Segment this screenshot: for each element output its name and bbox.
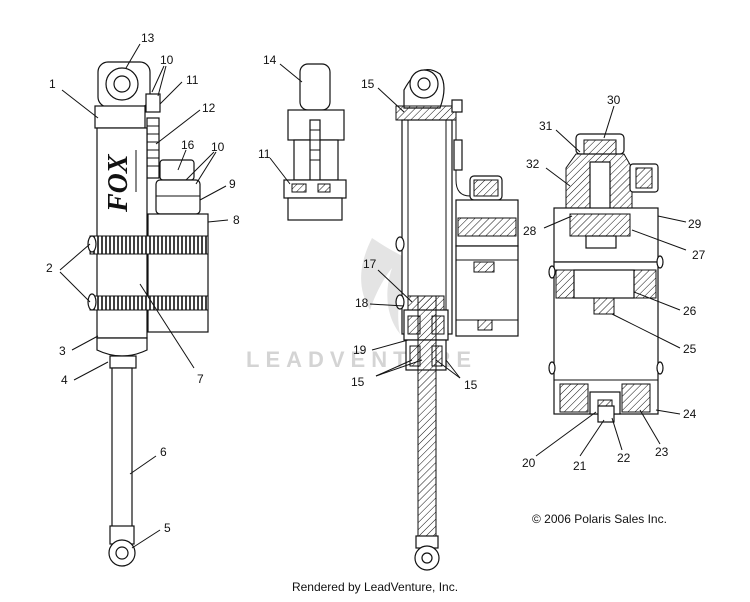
svg-text:FOX: FOX xyxy=(103,153,134,213)
callout-28: 28 xyxy=(523,224,537,238)
callout-22: 22 xyxy=(617,451,631,465)
callout-15b: 15 xyxy=(351,375,365,389)
callout-3: 3 xyxy=(59,344,66,358)
callout-18: 18 xyxy=(355,296,369,310)
top-view-assembly xyxy=(283,63,347,221)
leader-lines xyxy=(59,43,687,549)
callout-8: 8 xyxy=(233,213,240,227)
callout-25: 25 xyxy=(683,342,697,356)
callout-30: 30 xyxy=(607,93,621,107)
callout-labels: 13 1 10 11 12 16 10 9 8 2 3 4 7 6 5 14 1… xyxy=(46,31,706,535)
callout-5: 5 xyxy=(164,521,171,535)
callout-9: 9 xyxy=(229,177,236,191)
footer-credit: Rendered by LeadVenture, Inc. xyxy=(291,580,459,594)
callout-15c: 15 xyxy=(464,378,478,392)
callout-29: 29 xyxy=(688,217,702,231)
callout-12: 12 xyxy=(202,101,216,115)
callout-13: 13 xyxy=(141,31,155,45)
callout-21: 21 xyxy=(573,459,587,473)
callout-19: 19 xyxy=(353,343,367,357)
callout-24: 24 xyxy=(683,407,697,421)
callout-23: 23 xyxy=(655,445,669,459)
callout-7: 7 xyxy=(197,372,204,386)
callout-26: 26 xyxy=(683,304,697,318)
callout-6: 6 xyxy=(160,445,167,459)
right-reservoir-cutaway xyxy=(548,133,664,423)
center-cutaway-assembly xyxy=(395,69,519,571)
left-shock-assembly: FOX xyxy=(87,61,209,567)
callout-2: 2 xyxy=(46,261,53,275)
callout-20: 20 xyxy=(522,456,536,470)
callout-10b: 10 xyxy=(211,140,225,154)
callout-31: 31 xyxy=(539,119,553,133)
callout-4: 4 xyxy=(61,373,68,387)
callout-32: 32 xyxy=(526,157,540,171)
callout-15: 15 xyxy=(361,77,375,91)
callout-11: 11 xyxy=(186,73,199,87)
callout-10: 10 xyxy=(160,53,174,67)
callout-1: 1 xyxy=(49,77,56,91)
copyright-text: © 2006 Polaris Sales Inc. xyxy=(532,512,667,526)
callout-27: 27 xyxy=(692,248,706,262)
callout-16: 16 xyxy=(181,138,195,152)
callout-11b: 11 xyxy=(258,147,271,161)
callout-17: 17 xyxy=(363,257,377,271)
callout-14: 14 xyxy=(263,53,277,67)
